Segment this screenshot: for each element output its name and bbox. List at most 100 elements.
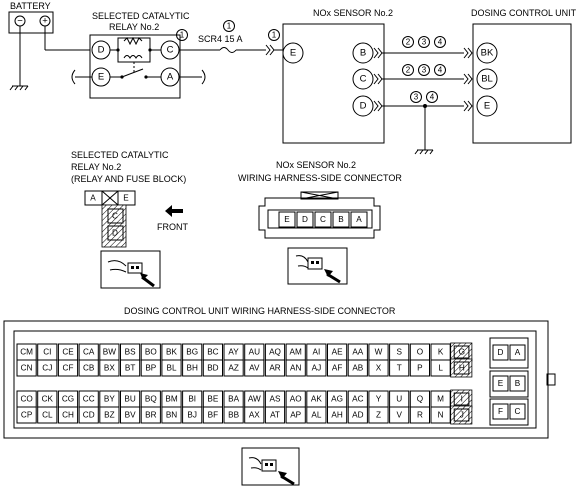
svg-text:V: V [396, 411, 402, 420]
dcu-connector-cell-G: G [450, 342, 473, 362]
svg-text:L: L [438, 364, 443, 373]
svg-text:AJ: AJ [312, 364, 322, 373]
dcu-connector-cell-BN: BN [161, 406, 182, 424]
dcu-connector-cell-AS: AS [264, 390, 286, 408]
svg-text:P: P [417, 364, 423, 373]
dcu-side-cell-E: E [492, 375, 509, 392]
dcu-connector-cell-CE: CE [57, 343, 79, 361]
svg-text:C: C [167, 45, 174, 56]
dcu-connector-cell-M: M [430, 390, 451, 408]
svg-text:BE: BE [207, 395, 218, 404]
svg-text:D: D [498, 348, 504, 357]
svg-text:AT: AT [270, 411, 280, 420]
svg-text:AB: AB [352, 364, 363, 373]
dcu-connector-cell-BY: BY [99, 390, 120, 408]
svg-text:U: U [396, 395, 402, 404]
battery-positive-terminal: + [39, 15, 51, 27]
svg-text:BP: BP [145, 364, 156, 373]
svg-text:CP: CP [21, 411, 33, 420]
dcu-connector-cell-BP: BP [140, 359, 161, 377]
svg-text:M: M [437, 395, 444, 404]
fuse-symbol [219, 47, 237, 53]
dcu-connector-cell-CO: CO [16, 390, 37, 408]
dcu-connector-cell-H: H [450, 358, 473, 378]
dcu-connector-cell-U: U [389, 390, 410, 408]
svg-text:BY: BY [104, 395, 115, 404]
svg-text:AS: AS [270, 395, 281, 404]
dcu-connector-cell-BS: BS [120, 343, 141, 361]
svg-text:CN: CN [21, 364, 33, 373]
dcu-pin-BL: BL [476, 68, 498, 90]
svg-text:CE: CE [62, 348, 74, 357]
nox-sensor-title: NOx SENSOR No.2 [313, 8, 393, 18]
svg-text:BO: BO [145, 348, 157, 357]
relay-pin-C: C [160, 40, 180, 60]
svg-text:A: A [90, 194, 96, 203]
dcu-connector-cell-K: K [430, 343, 451, 361]
dcu-connector-cell-BU: BU [120, 390, 141, 408]
svg-text:CJ: CJ [42, 364, 52, 373]
svg-text:E: E [123, 194, 129, 203]
dcu-connector-cell-BA: BA [223, 390, 244, 408]
front-arrow-icon [165, 205, 183, 217]
svg-text:BR: BR [145, 411, 156, 420]
dcu-connector-cell-BM: BM [161, 390, 182, 408]
dcu-side-cell-A: A [509, 344, 526, 361]
svg-text:K: K [438, 348, 444, 357]
svg-text:AL: AL [311, 411, 321, 420]
dcu-connector-cell-AY: AY [223, 343, 244, 361]
dcu-connector-cell-BJ: BJ [182, 406, 203, 424]
dcu-connector-cell-CA: CA [78, 343, 99, 361]
dcu-connector-cell-AB: AB [347, 359, 368, 377]
nox-harness-connector [258, 191, 381, 239]
dcu-connector-cell-CH: CH [57, 406, 79, 424]
dcu-side-cell-F: F [492, 403, 509, 420]
nox-connector-cell-C: C [314, 211, 332, 228]
svg-text:BK: BK [481, 48, 494, 59]
svg-text:AY: AY [228, 348, 239, 357]
svg-text:CC: CC [83, 395, 95, 404]
dcu-connector-cell-Q: Q [409, 390, 430, 408]
dcu-connector-cell-BH: BH [182, 359, 203, 377]
svg-text:BQ: BQ [145, 395, 157, 404]
dcu-connector-cell-AC: AC [347, 390, 368, 408]
dcu-connector-cell-Y: Y [368, 390, 389, 408]
circle-numbers-wire-b: 2 3 4 [402, 36, 446, 48]
dcu-connector-cell-BE: BE [202, 390, 224, 408]
svg-text:C: C [320, 215, 326, 224]
relay-pin-E: E [91, 67, 111, 87]
dcu-connector-cell-V: V [389, 406, 410, 424]
dcu-connector-cell-BK: BK [161, 343, 182, 361]
battery-label: BATTERY [10, 1, 51, 11]
svg-text:AO: AO [290, 395, 302, 404]
circle-numbers-wire-d: 3 4 [410, 91, 438, 103]
nox-pin-D: D [352, 95, 374, 117]
relay-coil-resistor [110, 36, 161, 63]
svg-text:BU: BU [124, 395, 135, 404]
svg-text:AZ: AZ [228, 364, 238, 373]
dcu-connector-cell-AZ: AZ [223, 359, 244, 377]
svg-text:AU: AU [249, 348, 260, 357]
dcu-connector-cell-BI: BI [182, 390, 203, 408]
dcu-connector-cell-BC: BC [202, 343, 224, 361]
relay-switch-contact [110, 62, 161, 79]
dcu-title: DOSING CONTROL UNIT [471, 8, 577, 18]
battery-negative-terminal: − [14, 15, 26, 27]
svg-text:BJ: BJ [187, 411, 197, 420]
dcu-connector-title: DOSING CONTROL UNIT WIRING HARNESS-SIDE … [124, 306, 396, 316]
dcu-connector-cell-AW: AW [244, 390, 265, 408]
dcu-connector-cell-CF: CF [57, 359, 79, 377]
dcu-connector-cell-CG: CG [57, 390, 79, 408]
dcu-connector-cell-P: P [409, 359, 430, 377]
dcu-side-cell-C: C [509, 403, 526, 420]
dcu-connector-cell-AJ: AJ [306, 359, 327, 377]
dcu-connector-cell-CB: CB [78, 359, 99, 377]
svg-text:E: E [290, 48, 296, 59]
svg-text:I: I [461, 395, 463, 404]
connector-plug-icon [100, 250, 161, 289]
nox-sensor-body [282, 23, 385, 144]
svg-text:G: G [459, 348, 465, 357]
dcu-connector-cell-CK: CK [37, 390, 58, 408]
svg-text:3: 3 [414, 93, 419, 102]
svg-text:AQ: AQ [269, 348, 281, 357]
